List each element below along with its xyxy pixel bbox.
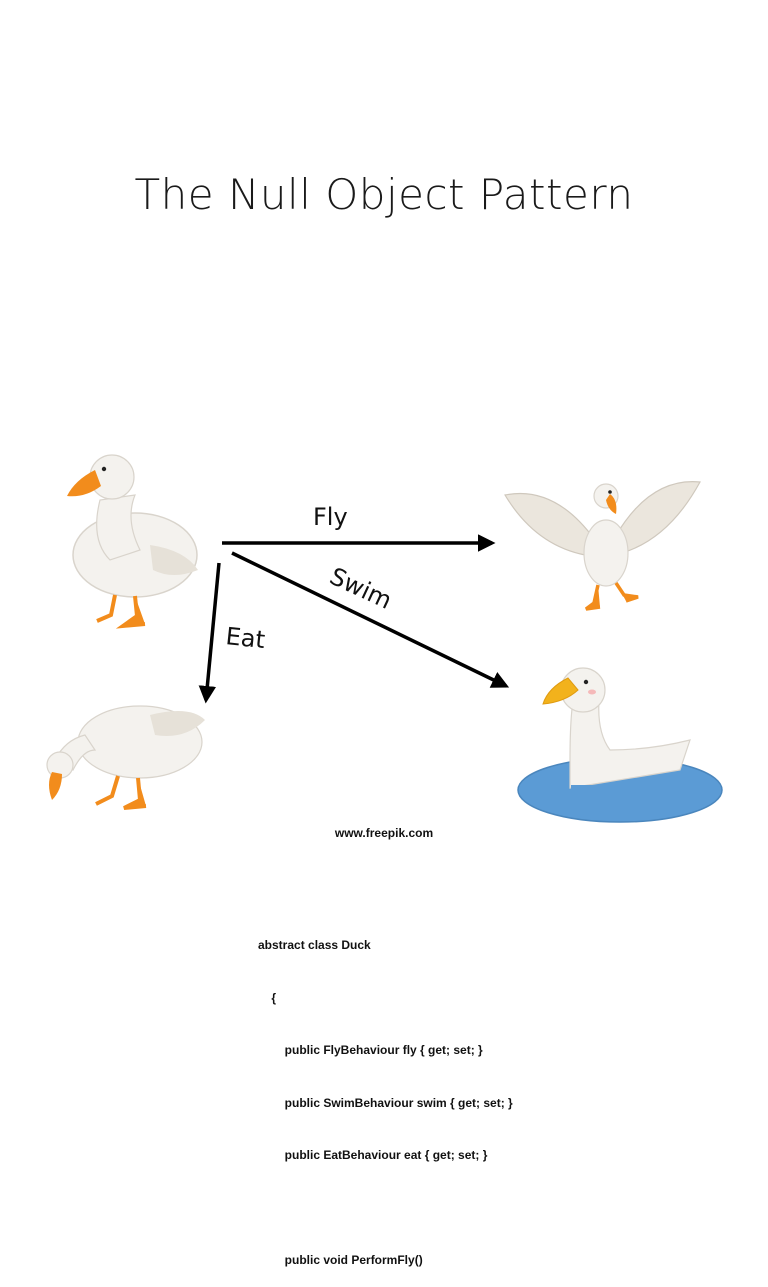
code-line: public void PerformFly()	[258, 1253, 423, 1267]
code-line: {	[258, 990, 277, 1005]
eat-arrow	[198, 562, 221, 704]
code-snippet: abstract class Duck { public FlyBehaviou…	[258, 902, 513, 1287]
swim-arrow	[231, 551, 510, 688]
code-line: public EatBehaviour eat { get; set; }	[258, 1148, 488, 1162]
image-credit: www.freepik.com	[334, 826, 434, 840]
code-line	[258, 1200, 513, 1218]
duck-standing-illustration	[67, 454, 198, 629]
duck-swimming-illustration	[517, 667, 723, 823]
code-line: public SwimBehaviour swim { get; set; }	[258, 1095, 513, 1110]
swim-label: Swim	[325, 562, 396, 615]
fly-label: Fly	[313, 503, 348, 531]
duck-flying-illustration	[504, 481, 701, 611]
code-line: public FlyBehaviour fly { get; set; }	[258, 1043, 483, 1057]
code-line: abstract class Duck	[258, 938, 371, 952]
page-title: The Null Object Pattern	[134, 170, 634, 219]
duck-eating-illustration	[46, 705, 205, 810]
eat-label: Eat	[224, 622, 266, 654]
duck-diagram: Fly Swim Eat	[46, 454, 723, 823]
